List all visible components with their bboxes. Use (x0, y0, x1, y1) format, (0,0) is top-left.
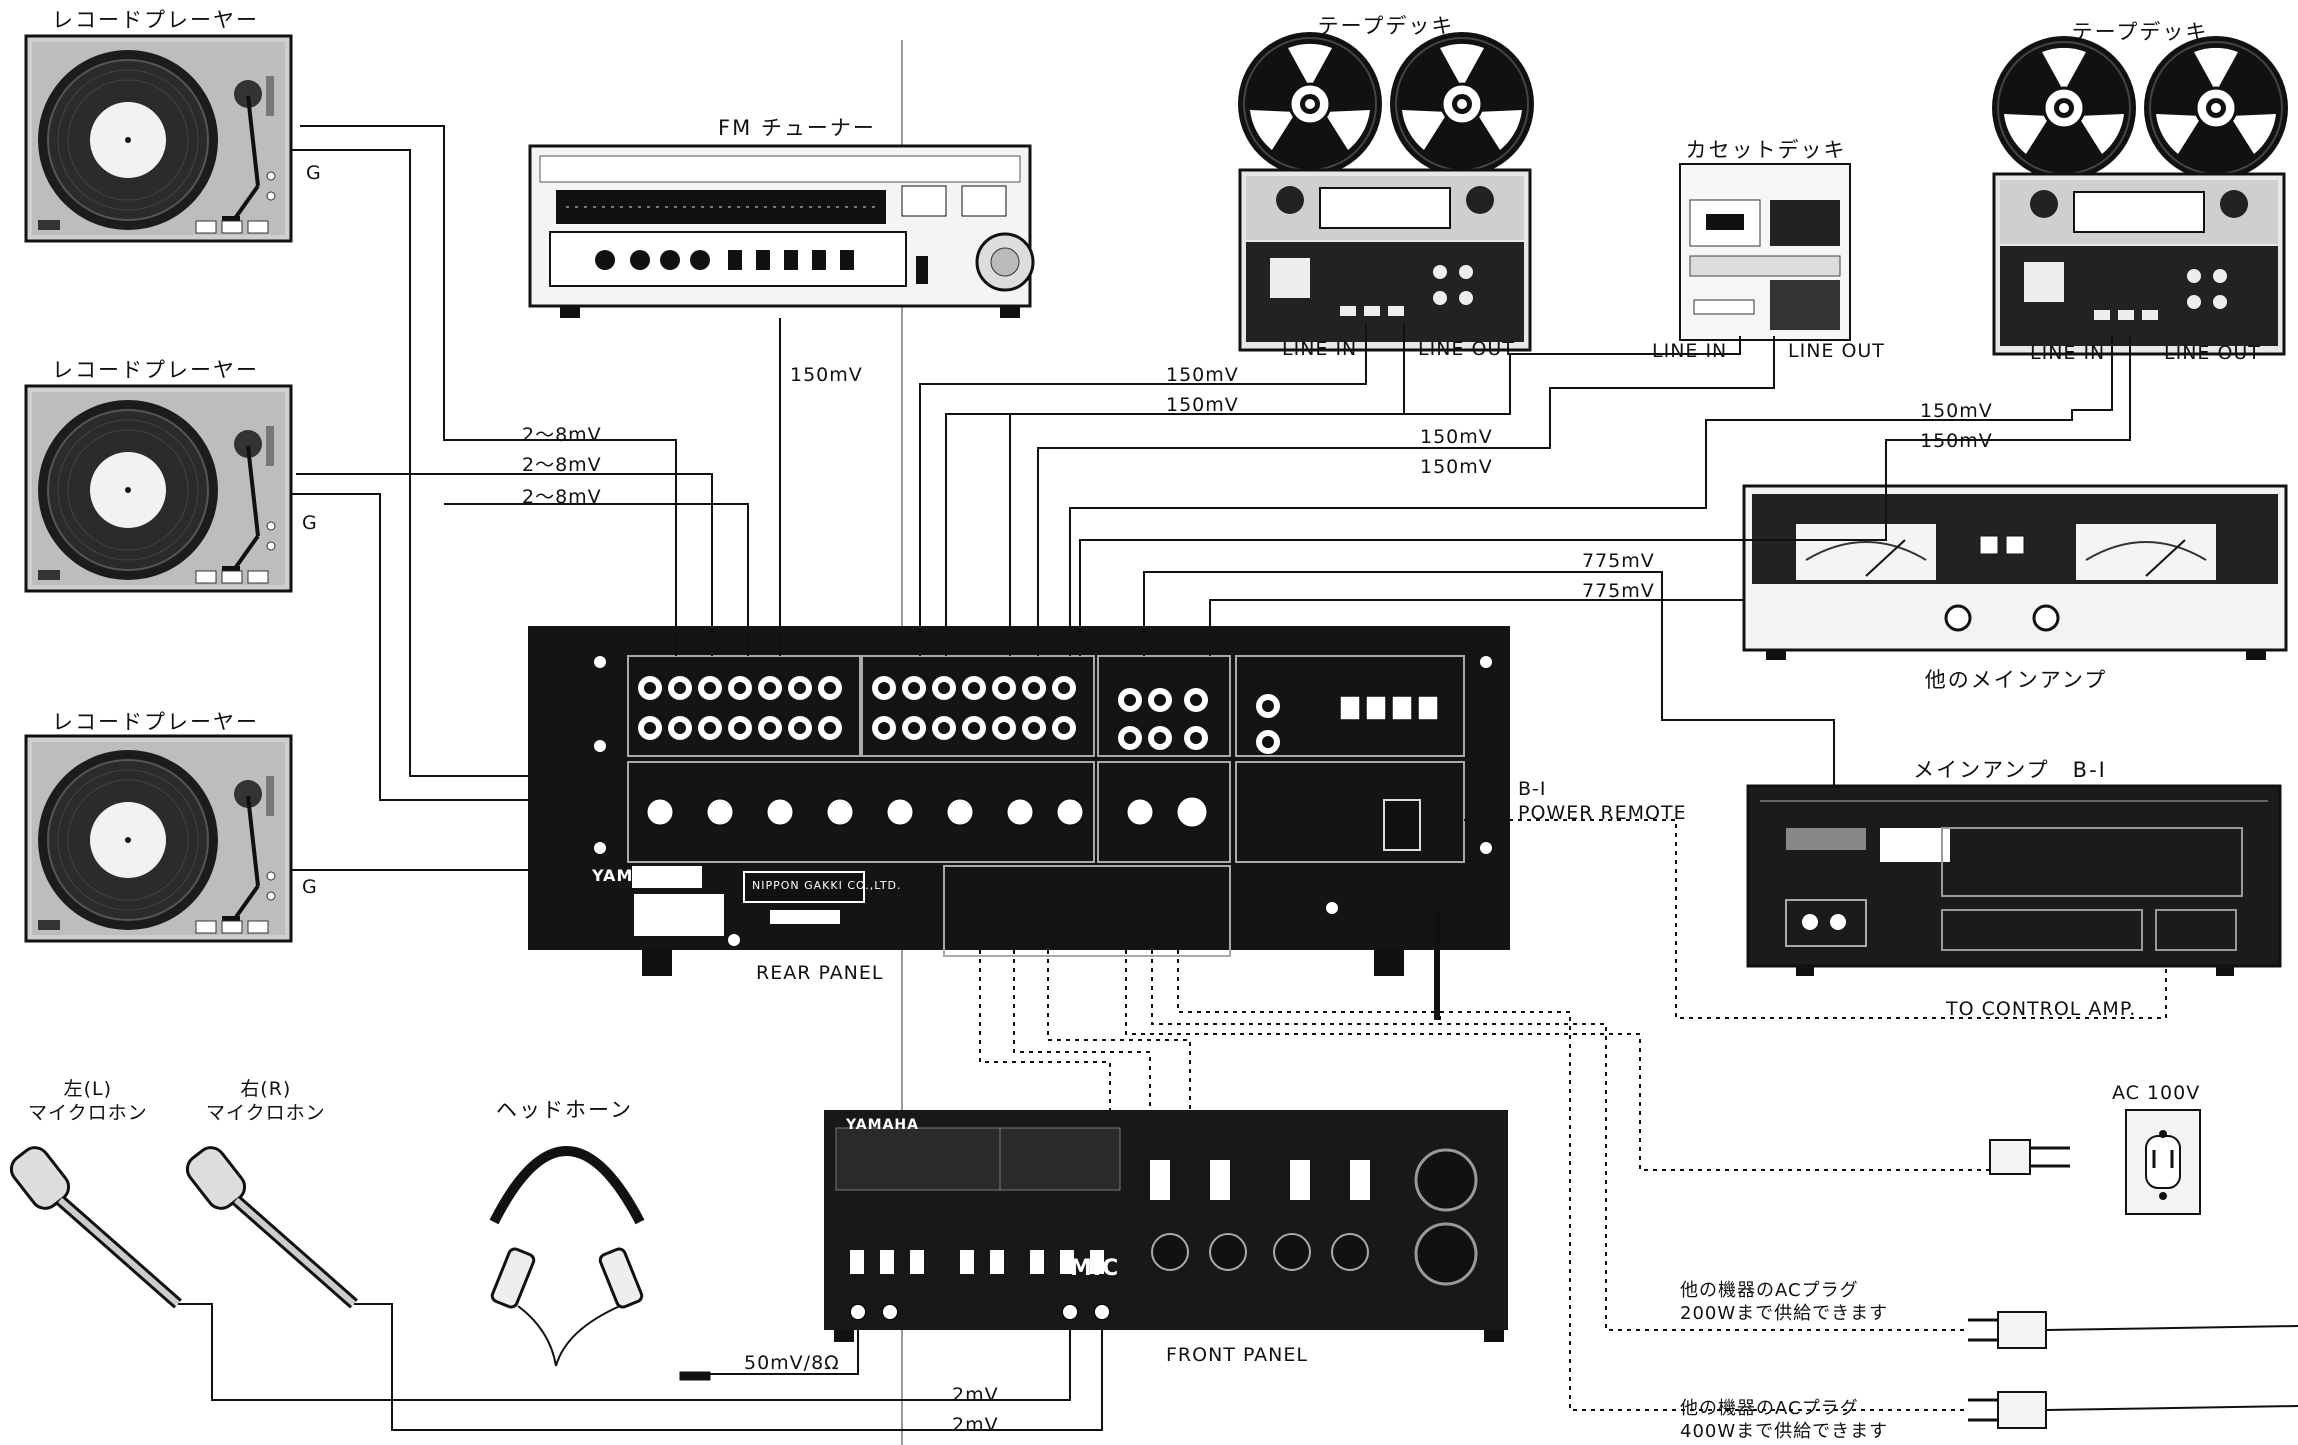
tape1-level-a: 150mV (1166, 366, 1239, 385)
main-out-level-a: 775mV (1582, 552, 1655, 571)
microphone-left (6, 1142, 178, 1304)
tuner-level: 150mV (790, 366, 863, 385)
other-ac-400-label: 他の機器のACプラグ 400Wまで供給できます (1680, 1398, 1888, 1443)
rear-panel-unit (528, 626, 1510, 1020)
rear-maker-plate: NIPPON GAKKI CO.,LTD. (752, 880, 902, 891)
cassette-level-b: 150mV (1420, 458, 1493, 477)
to-control-amp-label: TO CONTROL AMP. (1946, 1000, 2136, 1019)
tape2-line-in-label: LINE IN (2030, 344, 2105, 363)
other-ac-200-label: 他の機器のACプラグ 200Wまで供給できます (1680, 1280, 1888, 1325)
cassette-line-out-label: LINE OUT (1788, 342, 1885, 361)
tape2-line-out-label: LINE OUT (2164, 344, 2261, 363)
ac-outlet-label: AC 100V (2112, 1084, 2200, 1103)
front-yamaha-logo: YAMAHA (846, 1118, 919, 1132)
rear-yamaha-logo: YAMAHA (592, 868, 675, 884)
ground-label-3: G (302, 878, 318, 897)
cassette-level-a: 150mV (1420, 428, 1493, 447)
tape1-line-in-label: LINE IN (1282, 340, 1357, 359)
cassette-deck-unit (1680, 164, 1850, 340)
record-player-2 (26, 386, 291, 591)
tape-deck-2 (1992, 36, 2288, 354)
other-main-amp-label: 他のメインアンプ (1925, 670, 2108, 691)
headphone-label: ヘッドホーン (496, 1100, 633, 1121)
tape-deck-1-label: テープデッキ (1318, 16, 1455, 37)
mic-jack-label: MIC (1070, 1258, 1119, 1280)
tape2-level-a: 150mV (1920, 402, 1993, 421)
cassette-line-in-label: LINE IN (1652, 342, 1727, 361)
phono-2-level: 2～8mV (522, 456, 602, 475)
tape-deck-2-label: テープデッキ (2072, 22, 2209, 43)
microphone-right (182, 1142, 354, 1304)
fm-tuner-label: FM チューナー (718, 118, 876, 139)
rear-panel-label: REAR PANEL (756, 964, 884, 983)
ground-label-1: G (306, 164, 322, 183)
other-main-amp-unit (1744, 486, 2286, 660)
phono-3-level: 2～8mV (522, 488, 602, 507)
headphone-level: 50mV/8Ω (744, 1354, 840, 1373)
main-amp-bi-label: メインアンプ B-I (1913, 760, 2107, 781)
record-player-1 (26, 36, 291, 241)
headphone-unit (490, 1151, 710, 1380)
main-amp-bi-unit (1748, 786, 2280, 976)
ac-plug-400w (1968, 1392, 2298, 1428)
mic-l-level: 2mV (952, 1386, 999, 1405)
tape2-level-b: 150mV (1920, 432, 1993, 451)
front-panel-unit (824, 1110, 1508, 1342)
mic-left-label: 左(L) マイクロホン (28, 1078, 148, 1126)
tape1-line-out-label: LINE OUT (1418, 340, 1515, 359)
record-player-2-label: レコードプレーヤー (52, 360, 259, 381)
ac-outlet-unit (2126, 1110, 2200, 1214)
bi-power-remote-label: B-I POWER REMOTE (1518, 778, 1687, 826)
mic-right-label: 右(R) マイクロホン (206, 1078, 326, 1126)
fm-tuner-unit (530, 146, 1033, 318)
phono-1-level: 2～8mV (522, 426, 602, 445)
tape1-level-b: 150mV (1166, 396, 1239, 415)
ac-plug-main (1990, 1140, 2070, 1174)
mic-r-level: 2mV (952, 1416, 999, 1435)
tape-deck-1 (1238, 32, 1534, 350)
ground-label-2: G (302, 514, 318, 533)
record-player-3 (26, 736, 291, 941)
record-player-3-label: レコードプレーヤー (52, 712, 259, 733)
cassette-deck-label: カセットデッキ (1686, 140, 1847, 161)
front-panel-label: FRONT PANEL (1166, 1346, 1308, 1365)
ac-plug-200w (1968, 1312, 2298, 1348)
record-player-1-label: レコードプレーヤー (52, 10, 259, 31)
main-out-level-b: 775mV (1582, 582, 1655, 601)
